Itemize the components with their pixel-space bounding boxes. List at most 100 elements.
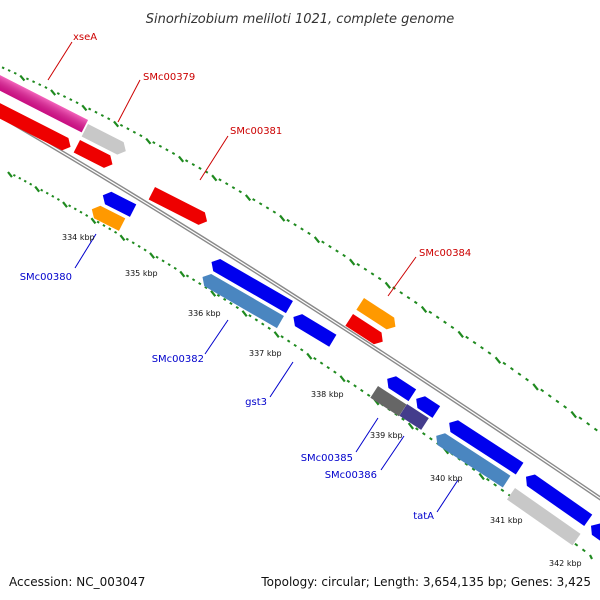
tick-label-339: 339 kbp [370, 431, 403, 440]
gene-arrow-red-1[interactable] [0, 98, 74, 153]
forward-ruler-tick [593, 427, 598, 432]
reverse-ruler-tick [40, 188, 44, 192]
forward-ruler-tick [13, 71, 17, 75]
forward-ruler-tick [406, 295, 411, 300]
label-gst3[interactable]: gst3 [245, 397, 267, 408]
forward-ruler-tick [32, 80, 36, 84]
reverse-ruler-tick [493, 483, 498, 487]
gene-arrow-blue-6[interactable] [522, 471, 593, 527]
reverse-ruler-tick [401, 417, 405, 421]
reverse-ruler-tick [143, 248, 147, 252]
forward-ruler-tick [399, 291, 404, 295]
reverse-ruler-tick [198, 282, 202, 286]
reverse-ruler-tick [339, 375, 346, 383]
tick-label-338: 338 kbp [311, 390, 344, 399]
reverse-ruler-tick [185, 274, 190, 278]
tick-label-337: 337 kbp [249, 349, 282, 358]
forward-ruler-tick [94, 110, 98, 114]
forward-ruler-tick [69, 98, 73, 102]
reverse-ruler-tick [293, 343, 297, 348]
gene-labels: xseA SMc00379 SMc00381 SMc00384 SMc00380… [20, 32, 472, 522]
forward-ruler-tick [279, 214, 286, 222]
reverse-ruler-tick [108, 227, 112, 231]
forward-ruler-tick [265, 206, 270, 210]
tick-label-342: 342 kbp [549, 559, 582, 568]
forward-ruler-tick [286, 218, 290, 223]
reverse-ruler-tick [210, 290, 217, 297]
label-SMc00386[interactable]: SMc00386 [325, 470, 377, 481]
forward-ruler-tick [570, 410, 577, 419]
reverse-ruler-tick [229, 301, 233, 306]
forward-ruler-tick [487, 351, 492, 355]
forward-ruler-tick [450, 325, 455, 330]
forward-ruler-tick [1, 66, 5, 70]
label-SMc00384[interactable]: SMc00384 [419, 248, 471, 259]
reverse-ruler-tick [574, 542, 579, 547]
gene-arrow-blue-3[interactable] [383, 373, 417, 402]
gene-arrow-SMc00379[interactable] [81, 124, 129, 157]
label-SMc00380[interactable]: SMc00380 [20, 272, 72, 283]
gene-arrow-gst3[interactable] [290, 311, 337, 347]
gene-arrow-red-3[interactable] [345, 314, 386, 348]
forward-ruler-tick [244, 194, 252, 202]
reverse-ruler-tick [137, 244, 141, 248]
label-SMc00385[interactable]: SMc00385 [301, 453, 353, 464]
reverse-ruler-tick [45, 191, 49, 195]
reverse-ruler-tick [167, 263, 171, 267]
reverse-ruler-tick [360, 388, 364, 393]
reverse-ruler-tick [90, 217, 97, 225]
gene-arrow-SMc00386[interactable] [399, 404, 429, 430]
forward-ruler-tick [152, 141, 156, 145]
label-tatA[interactable]: tatA [413, 511, 434, 522]
gene-arrow-blue-4[interactable] [412, 393, 441, 418]
gene-arrow-SMc00380[interactable] [89, 203, 126, 231]
reverse-ruler-tick [326, 365, 330, 370]
label-SMc00381[interactable]: SMc00381 [230, 126, 282, 137]
forward-ruler-tick [107, 117, 111, 121]
label-SMc00382[interactable]: SMc00382 [152, 354, 204, 365]
reverse-ruler-tick [407, 422, 415, 430]
gene-arrow-grey-2[interactable] [506, 487, 581, 546]
gene-arrow-blue-5[interactable] [445, 417, 524, 475]
label-SMc00379[interactable]: SMc00379 [143, 72, 195, 83]
gene-arrow-blue-7[interactable] [587, 520, 600, 543]
reverse-ruler-tick [486, 477, 490, 482]
forward-ruler-tick [238, 190, 242, 194]
forward-ruler-tick [342, 253, 346, 258]
forward-ruler-tick [44, 86, 48, 89]
gene-arrow-tatA[interactable] [432, 430, 511, 488]
forward-ruler-tick [307, 231, 311, 235]
tick-label-340: 340 kbp [430, 474, 463, 483]
reverse-ruler-tick [56, 197, 60, 201]
forward-features [0, 70, 399, 348]
forward-ruler-tick [119, 123, 124, 127]
label-xseA[interactable]: xseA [73, 32, 97, 43]
reverse-ruler-tick [346, 379, 351, 383]
gene-arrow-blue-1[interactable] [100, 189, 137, 217]
gene-arrow-xseA[interactable] [0, 70, 89, 133]
forward-ruler-tick [586, 422, 591, 426]
reverse-ruler-tick [131, 241, 135, 245]
gene-arrow-red-2[interactable] [73, 140, 116, 171]
reverse-ruler-tick [500, 488, 505, 492]
gene-arrow-SMc00385[interactable] [370, 386, 407, 417]
gene-arrow-SMc00382[interactable] [199, 271, 284, 329]
reverse-ruler-tick [581, 548, 586, 553]
reverse-ruler-tick [85, 214, 89, 217]
forward-ruler-tick [321, 240, 325, 244]
gene-arrow-SMc00384[interactable] [356, 298, 399, 333]
tick-label-336: 336 kbp [188, 309, 221, 318]
forward-ruler-tick [81, 104, 88, 112]
forward-ruler-tick [218, 178, 222, 182]
reverse-ruler-tick [114, 230, 118, 234]
forward-ruler-tick [428, 310, 433, 315]
forward-ruler-tick [293, 223, 297, 227]
reverse-ruler-tick [68, 204, 72, 208]
map-title: Sinorhizobium meliloti 1021, complete ge… [146, 12, 455, 27]
gene-arrow-blue-2[interactable] [208, 256, 293, 314]
gene-arrow-SMc00381[interactable] [148, 187, 211, 228]
reverse-ruler-tick [415, 427, 419, 431]
reverse-ruler-tick [471, 467, 476, 472]
forward-ruler-tick [19, 74, 26, 82]
